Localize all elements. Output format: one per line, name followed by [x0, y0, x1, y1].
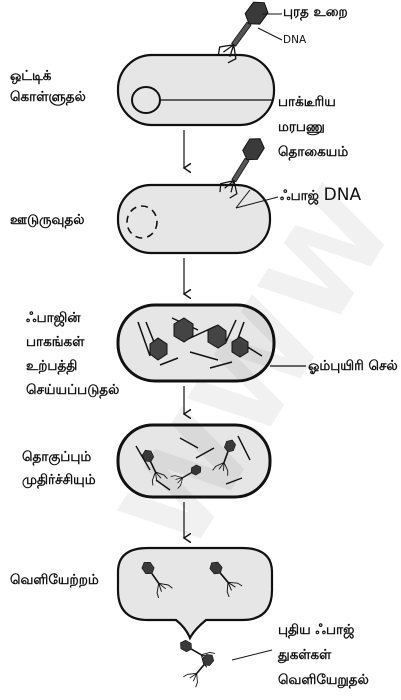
label-penetration: ஊடுருவுதல் — [10, 210, 84, 231]
stage-penetration — [118, 134, 278, 253]
label-attachment-line1: ஒட்டிக் — [10, 66, 86, 87]
bacterium-cell — [118, 55, 274, 125]
label-synthesis: ஃபாஜின் பாகங்கள் உற்பத்தி செய்யப்படுதல் — [26, 306, 119, 402]
label-dna-top: DNA — [283, 30, 306, 51]
label-bacterial-dna-line1: பாக்டீரிய — [278, 90, 348, 115]
release-pointer-line — [232, 650, 272, 660]
dna-pointer-line — [258, 28, 282, 40]
label-synthesis-line3: உற்பத்தி — [26, 354, 119, 378]
label-assembly-line2: முதிர்ச்சியும் — [22, 469, 96, 492]
label-new-phage-line3: வெளியேறுதல் — [278, 668, 369, 693]
label-phage-dna-suffix: DNA — [324, 185, 361, 205]
label-release: வெளியேற்றம் — [10, 570, 99, 591]
label-host-cell: ஓம்புயிரி செல் — [308, 356, 398, 377]
bacterium-cell-2 — [118, 185, 270, 253]
label-bacterial-dna-line3: தொகையம் — [278, 140, 348, 165]
label-bacterial-dna: பாக்டீரிய மரபணு தொகையம் — [278, 90, 348, 165]
label-assembly-line1: தொகுப்பும் — [22, 446, 96, 469]
label-synthesis-line1: ஃபாஜின் — [26, 306, 119, 330]
label-bacterial-dna-line2: மரபணு — [278, 115, 348, 140]
label-synthesis-line2: பாகங்கள் — [26, 330, 119, 354]
label-new-phage: புதிய ஃபாஜ் துகள்கள் வெளியேறுதல் — [278, 618, 369, 693]
label-assembly: தொகுப்பும் முதிர்ச்சியும் — [22, 446, 96, 492]
label-synthesis-line4: செய்யப்படுதல் — [26, 378, 119, 402]
stage-attachment — [118, 0, 282, 125]
label-phage-dna: ஃபாஜ் DNA — [280, 185, 361, 207]
label-attachment-line2: கொள்ளுதல் — [10, 87, 86, 108]
label-new-phage-line2: துகள்கள் — [278, 643, 369, 668]
label-protein-coat: புரத உறை — [283, 2, 348, 23]
label-phage-dna-prefix: ஃபாஜ் — [280, 188, 319, 204]
label-attachment: ஒட்டிக் கொள்ளுதல் — [10, 66, 86, 108]
label-new-phage-line1: புதிய ஃபாஜ் — [278, 618, 369, 643]
stage-release — [118, 548, 272, 687]
escaping-phage-b — [183, 650, 218, 687]
